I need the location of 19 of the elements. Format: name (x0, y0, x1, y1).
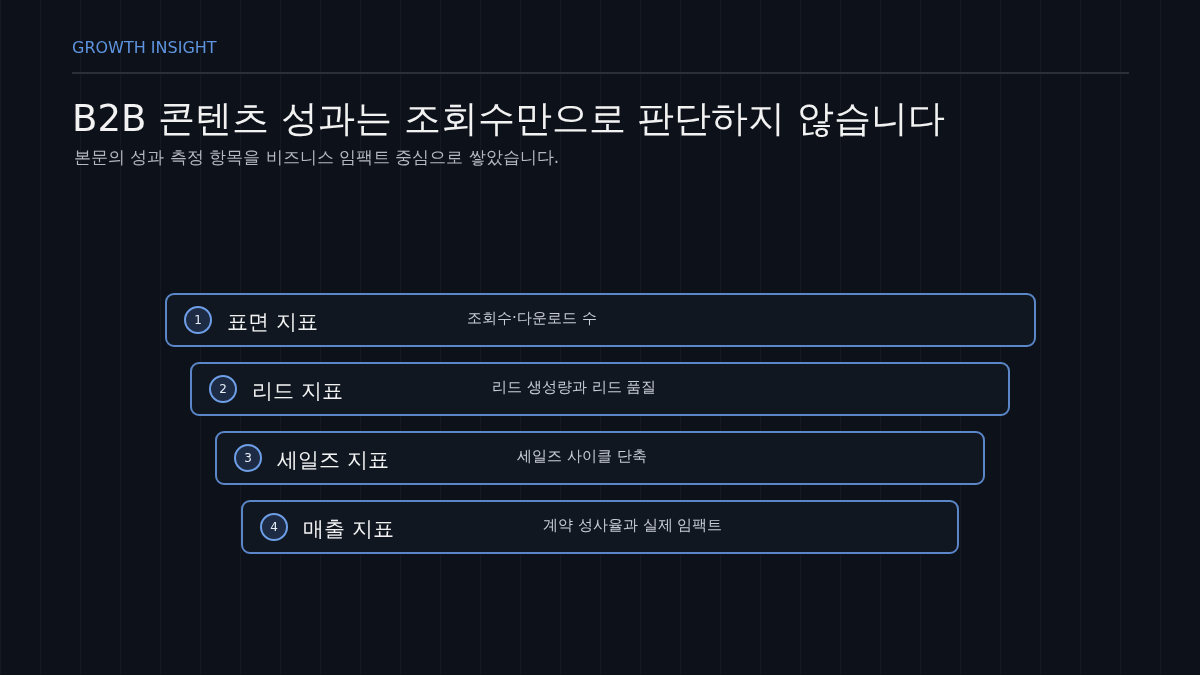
stage-title: 세일즈 지표 (277, 447, 389, 474)
stage-description: 리드 생성량과 리드 품질 (492, 378, 657, 397)
section-label: GROWTH INSIGHT (72, 38, 217, 57)
stage-bar (241, 500, 959, 554)
stage-bar (215, 431, 985, 485)
stage-description: 조회수·다운로드 수 (467, 309, 597, 328)
stage-description: 세일즈 사이클 단축 (517, 447, 647, 466)
stage-description: 계약 성사율과 실제 임팩트 (543, 516, 723, 535)
stage-bar (190, 362, 1010, 416)
stage-bar (165, 293, 1036, 347)
step-number: 3 (234, 444, 262, 472)
step-number: 2 (209, 375, 237, 403)
subtitle: 본문의 성과 측정 항목을 비즈니스 임팩트 중심으로 쌓았습니다. (74, 146, 560, 169)
stage-title: 표면 지표 (227, 309, 318, 336)
slide-title: B2B 콘텐츠 성과는 조회수만으로 판단하지 않습니다 (72, 96, 946, 142)
step-number: 1 (184, 306, 212, 334)
step-number: 4 (260, 513, 288, 541)
stage-title: 매출 지표 (303, 516, 394, 543)
stage-title: 리드 지표 (252, 378, 343, 405)
